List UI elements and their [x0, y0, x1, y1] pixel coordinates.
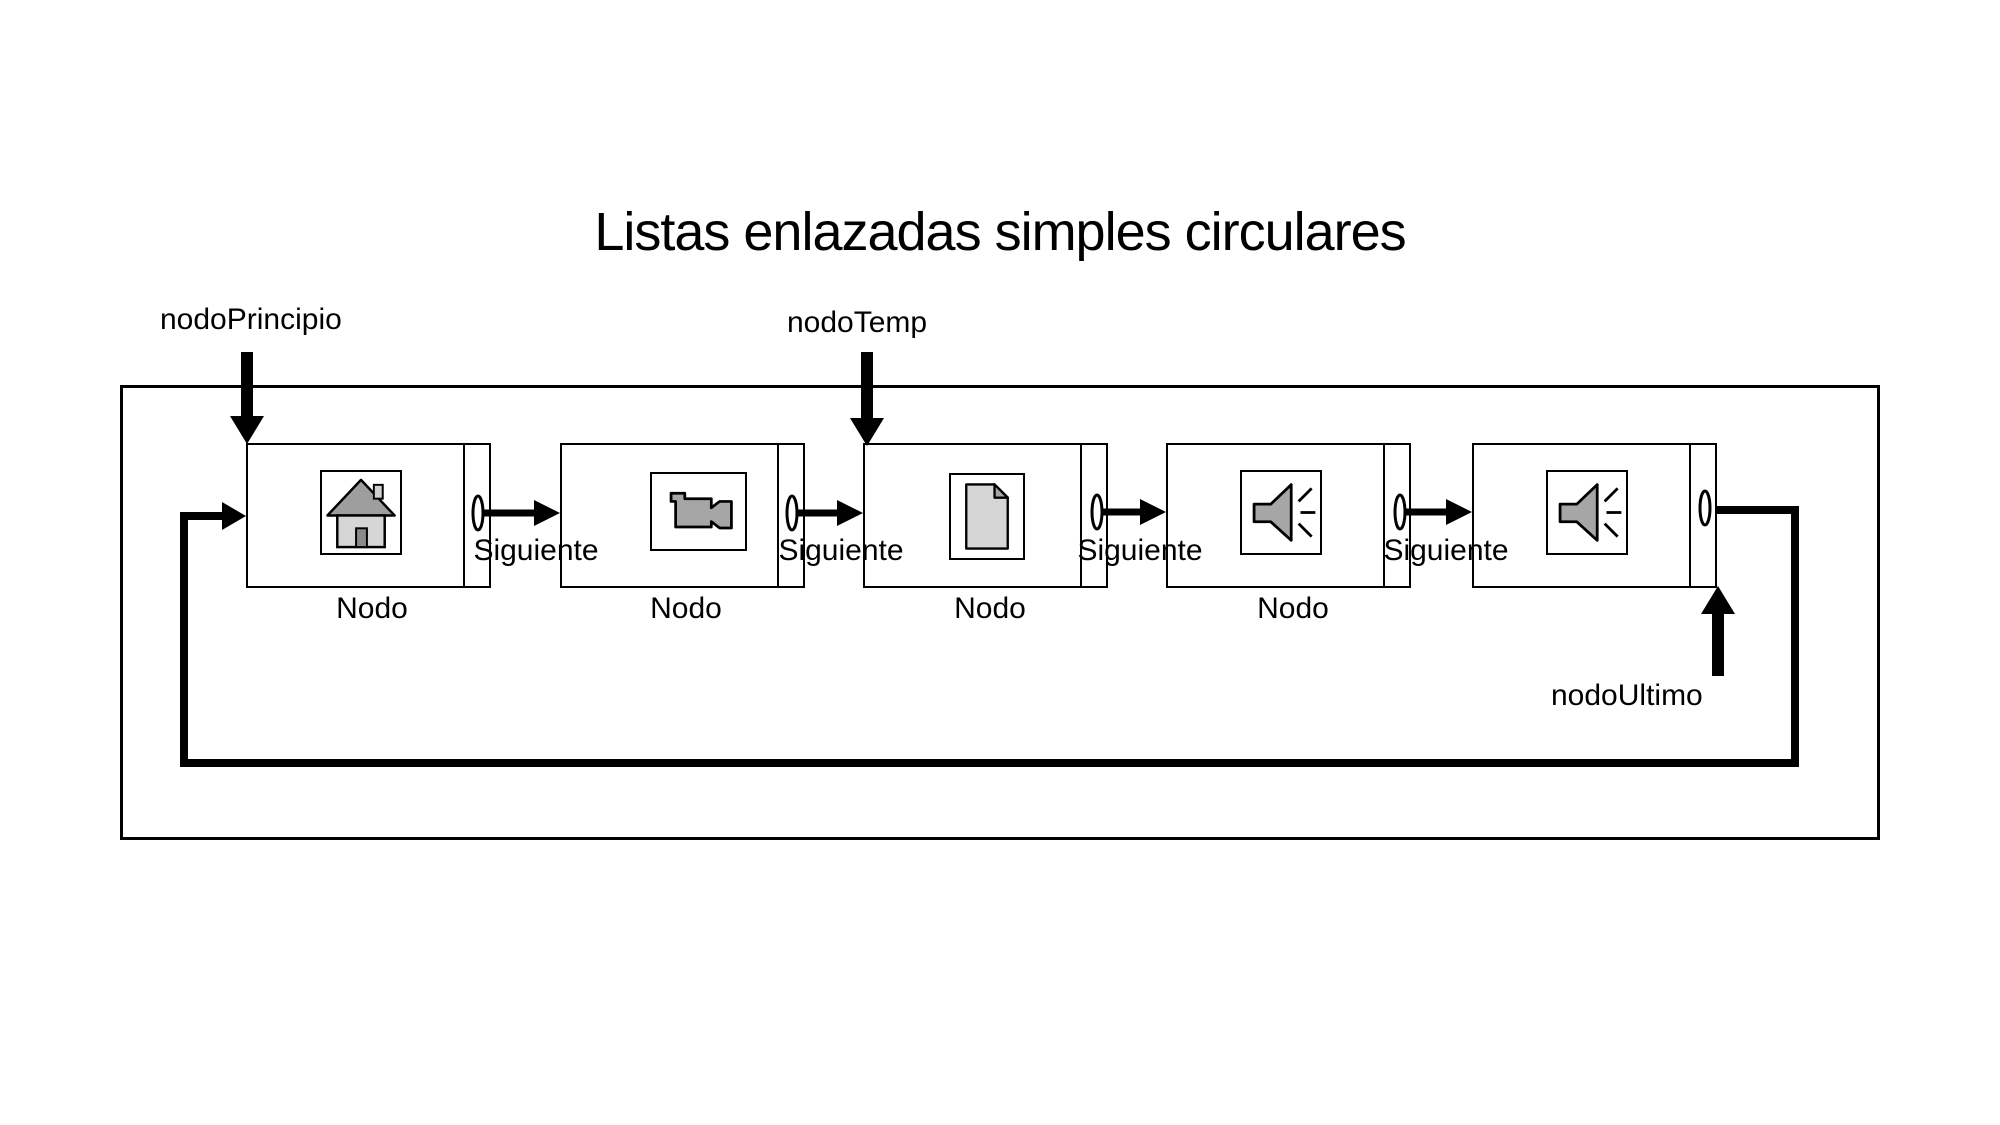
siguiente-label-1: Siguiente	[473, 534, 599, 567]
video-camera-icon	[669, 491, 733, 530]
pointer-label-nodoPrincipio: nodoPrincipio	[160, 303, 342, 336]
node-4-icon-frame	[1240, 470, 1322, 555]
node-5	[1472, 443, 1717, 588]
house-icon	[326, 478, 396, 549]
pointer-label-nodoTemp: nodoTemp	[787, 306, 928, 339]
nodo-label-1: Nodo	[336, 592, 408, 625]
node-4	[1166, 443, 1411, 588]
node-3-icon-frame	[949, 473, 1025, 560]
nodo-label-4: Nodo	[1257, 592, 1329, 625]
node-1	[246, 443, 491, 588]
node-2-icon-frame	[650, 472, 747, 551]
speaker-icon	[1252, 483, 1316, 542]
nodo-label-3: Nodo	[954, 592, 1026, 625]
siguiente-label-3: Siguiente	[1077, 534, 1203, 567]
nodo-label-2: Nodo	[650, 592, 722, 625]
node-1-icon-frame	[320, 470, 402, 555]
node-5-icon-frame	[1546, 470, 1628, 555]
siguiente-label-2: Siguiente	[778, 534, 904, 567]
node-1-pointer-cell	[463, 445, 465, 586]
node-5-pointer-cell	[1689, 445, 1691, 586]
diagram-title: Listas enlazadas simples circulares	[594, 202, 1406, 262]
document-icon	[965, 483, 1009, 550]
speaker-icon	[1558, 483, 1622, 542]
siguiente-label-4: Siguiente	[1383, 534, 1509, 567]
list-boundary-rect	[120, 385, 1880, 840]
